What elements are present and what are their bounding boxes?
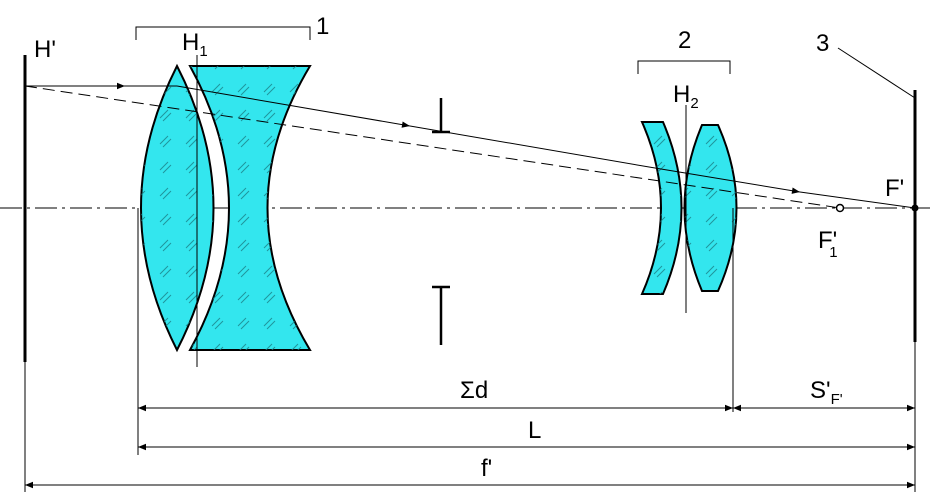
label-h2: H2	[673, 81, 699, 112]
ray-marginal-out2	[799, 191, 916, 209]
label-sum-d: Σd	[460, 377, 488, 404]
label-sf-main: S'	[810, 377, 831, 404]
ray-marginal-out	[654, 167, 801, 194]
lens-2b-hatch	[684, 125, 737, 291]
label-sf: S'F'	[810, 377, 843, 408]
ray-marginal-mid2	[409, 125, 656, 169]
focal-point-f1-prime	[835, 203, 845, 213]
focal-point-f-prime	[911, 204, 919, 212]
label-f1-prime-sub: 1	[829, 244, 837, 261]
label-h1: H1	[182, 29, 208, 60]
label-f-prime: f'	[481, 455, 492, 482]
label-group-2: 2	[678, 27, 691, 54]
label-f-prime-point: F'	[885, 175, 904, 202]
ray-dashed	[24, 85, 841, 209]
label-h2-sub: 2	[690, 95, 698, 112]
ray-marginal-mid	[176, 85, 411, 128]
lens-1b-hatch	[190, 66, 310, 350]
label-L: L	[528, 417, 541, 444]
label-f1-prime-main: F'	[818, 227, 837, 254]
bracket-group-1	[135, 26, 311, 40]
label-item-3: 3	[816, 30, 829, 57]
label-h-prime: H'	[34, 36, 56, 63]
label-h1-main: H	[182, 29, 199, 56]
lens-2a-hatch	[642, 122, 682, 294]
label-h2-main: H	[673, 81, 690, 108]
label-h1-sub: 1	[199, 43, 207, 60]
leader-3	[837, 47, 916, 99]
label-sf-sub: F'	[831, 391, 843, 408]
bracket-group-2	[637, 60, 731, 74]
lens-1a-hatch	[141, 66, 214, 350]
label-group-1: 1	[316, 13, 329, 40]
label-f1-prime: F'1	[818, 227, 838, 261]
